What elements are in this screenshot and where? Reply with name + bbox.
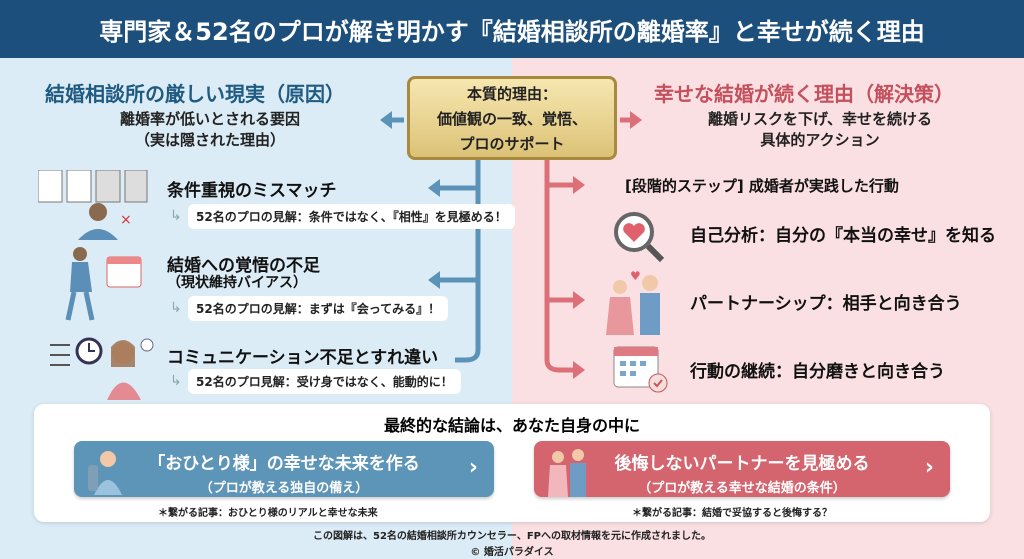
traveler-woman-icon xyxy=(88,451,122,495)
right-subtitle: 離婚リスクを下げ、幸せを続ける具体的アクション xyxy=(650,108,990,150)
single-future-button[interactable]: 「おひとり様」の幸せな未来を作る （プロが教える独自の備え） › xyxy=(74,441,494,497)
couple-icon: ♥ xyxy=(606,269,660,335)
action-1-title: 自己分析：自分の『本当の幸せ』を知る xyxy=(690,226,996,246)
walking-man-calendar-icon xyxy=(65,247,142,321)
core-line1: 本質的理由： xyxy=(466,85,557,103)
action-3-title: 行動の継続：自分磨きと向き合う xyxy=(690,362,945,382)
left-subtitle: 離婚率が低いとされる要因 （実は隠された理由） xyxy=(60,108,360,150)
svg-text:♥: ♥ xyxy=(630,269,641,283)
left-sub1: 離婚率が低いとされる要因 xyxy=(119,110,300,128)
heart-magnifier-icon xyxy=(614,212,665,263)
profile-cards-icon: × xyxy=(38,170,148,240)
button-left-line2: （プロが教える独自の備え） xyxy=(199,481,369,496)
core-reason-box: 本質的理由： 価値観の一致、覚悟、プロのサポート xyxy=(407,76,617,160)
action-2-title: パートナーシップ：相手と向き合う xyxy=(690,294,962,314)
return-arrow-icon: ↳ xyxy=(170,373,182,389)
conclusion-title: 最終的な結論は、あなた自身の中に xyxy=(383,416,640,435)
svg-text:×: × xyxy=(120,212,132,228)
button-right-line2: （プロが教える幸せな結婚の条件） xyxy=(638,481,846,496)
cause-3-note: 52名のプロ見解：受け身ではなく、能動的に！ xyxy=(188,369,461,394)
cause-2-subtitle: （現状維持バイアス） xyxy=(167,275,307,291)
right-sub1: 離婚リスクを下げ、幸せを続ける xyxy=(708,110,932,128)
chevron-right-icon: › xyxy=(468,455,478,480)
cause-1-note: 52名のプロの見解：条件ではなく、『相性』を見極める！ xyxy=(188,204,515,229)
related-article-right[interactable]: ＊繋がる記事：結婚で妥協すると後悔する？ xyxy=(632,508,832,519)
return-arrow-icon: ↳ xyxy=(170,300,182,316)
partner-button[interactable]: 後悔しないパートナーを見極める （プロが教える幸せな結婚の条件） › xyxy=(534,441,950,497)
return-arrow-icon: ↳ xyxy=(170,208,182,224)
cause-2-note: 52名のプロの見解：まずは『会ってみる』！ xyxy=(188,296,449,321)
right-sub2: 具体的アクション xyxy=(760,131,880,149)
step-header: [段階的ステップ] 成婚者が実践した行動 xyxy=(625,177,899,195)
footer-copyright: © 婚活パラダイス xyxy=(470,547,554,558)
core-line2: 価値観の一致、覚悟、 xyxy=(436,110,587,128)
couple-icon xyxy=(548,449,586,497)
related-article-left[interactable]: ＊繋がる記事：おひとり様のリアルと幸せな未来 xyxy=(158,508,378,519)
left-heading: 結婚相談所の厳しい現実（原因） xyxy=(45,82,345,106)
cause-3-title: コミュニケーション不足とすれ違い xyxy=(167,348,439,368)
button-left-line1: 「おひとり様」の幸せな未来を作る xyxy=(148,454,420,474)
core-line3: プロのサポート xyxy=(459,135,565,153)
footer-source: この図解は、52名の結婚相談所カウンセラー、FPへの取材情報を元に作成されました… xyxy=(313,531,711,542)
button-right-line1: 後悔しないパートナーを見極める xyxy=(614,454,870,474)
chevron-right-icon: › xyxy=(924,455,934,480)
left-sub2: （実は隠された理由） xyxy=(134,131,285,149)
cause-2-title: 結婚への覚悟の不足 xyxy=(167,256,320,276)
right-heading: 幸せな結婚が続く理由（解決策） xyxy=(654,82,954,106)
calendar-check-icon xyxy=(613,346,668,393)
cause-1-title: 条件重視のミスマッチ xyxy=(167,181,337,201)
woman-clock-icon xyxy=(50,337,154,400)
page-title: 専門家＆52名のプロが解き明かす『結婚相談所の離婚率』と幸せが続く理由 xyxy=(0,0,1024,58)
